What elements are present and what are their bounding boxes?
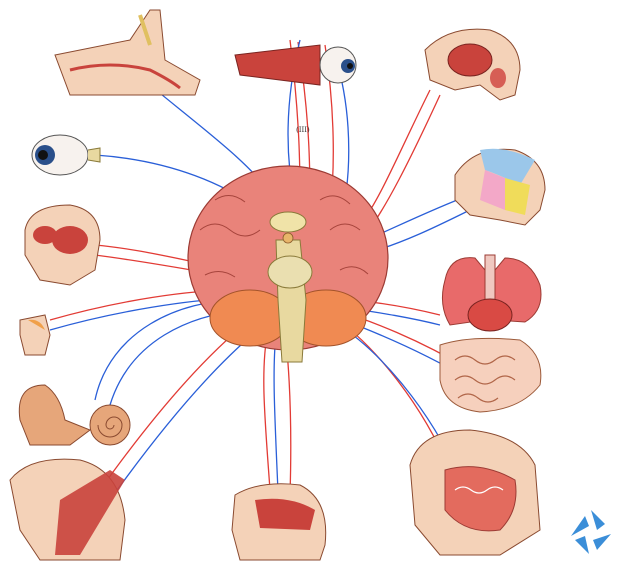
- nerve-larynx-3: [286, 340, 291, 495]
- intestine-icon: [440, 338, 541, 412]
- brain-base-view: (III): [188, 126, 388, 362]
- nerve-label-III: (III): [296, 126, 310, 134]
- head-muscle-icon: [425, 29, 520, 100]
- facial-muscle-icon: [25, 205, 100, 285]
- optic-chiasm: [270, 212, 306, 232]
- nerve-accessory-2: [110, 330, 258, 500]
- eye-muscle-icon: [235, 45, 356, 85]
- nerve-larynx-2: [274, 335, 278, 492]
- hypophysis: [283, 233, 293, 243]
- nose-icon: [55, 10, 200, 95]
- tongue-icon: [20, 315, 50, 355]
- nerve-head-motor: [360, 90, 430, 225]
- face-sensory-icon: [455, 149, 545, 225]
- pons: [268, 256, 312, 288]
- larynx-icon: [232, 484, 326, 560]
- eye-icon: [32, 135, 100, 175]
- nerve-larynx-1: [264, 330, 270, 490]
- logo-icon: [571, 510, 611, 554]
- neck-muscle-icon: [10, 459, 125, 560]
- pharynx-icon: [410, 430, 540, 555]
- lungs-icon: [442, 255, 541, 331]
